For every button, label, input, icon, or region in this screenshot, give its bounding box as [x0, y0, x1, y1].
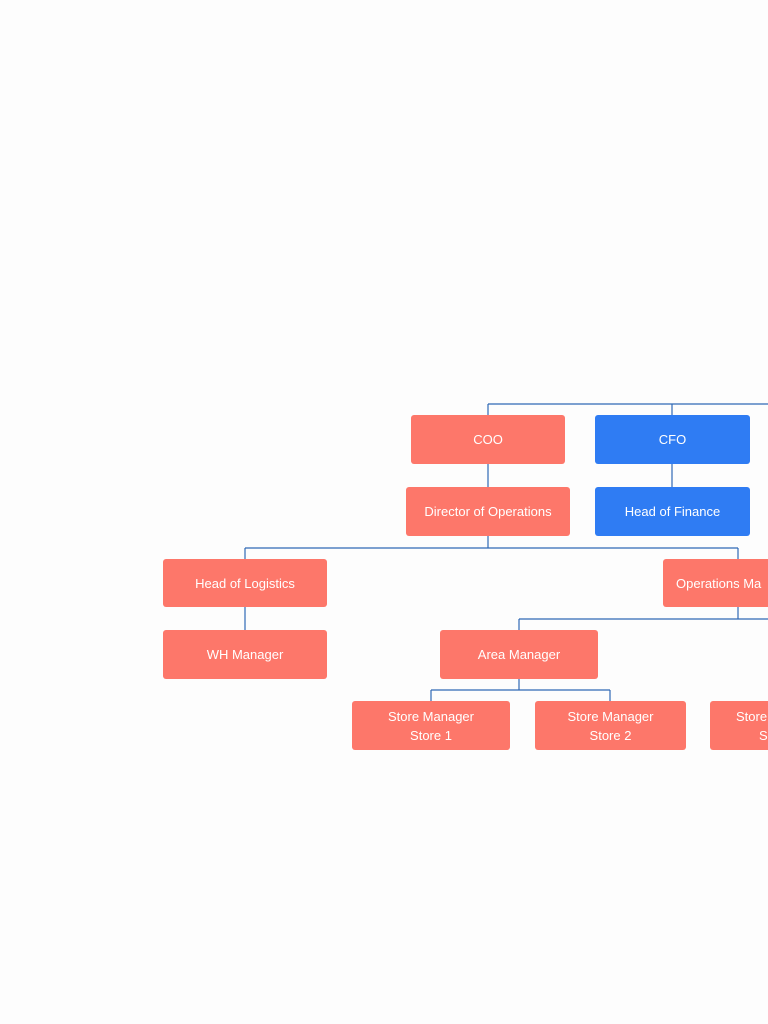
node-store-manager-1-store: Store 1 — [410, 727, 452, 743]
node-wh-manager[interactable]: WH Manager — [163, 630, 327, 679]
node-store-manager-3[interactable]: Store S — [710, 701, 768, 750]
node-store-manager-2[interactable]: Store Manager Store 2 — [535, 701, 686, 750]
node-area-manager[interactable]: Area Manager — [440, 630, 598, 679]
node-store-manager-1[interactable]: Store Manager Store 1 — [352, 701, 510, 750]
node-store-manager-3-store: S — [759, 727, 768, 743]
node-operations-manager-label: Operations Ma — [676, 575, 762, 591]
node-coo-label: COO — [473, 432, 503, 447]
node-head-of-finance-label: Head of Finance — [624, 504, 721, 519]
node-head-of-logistics[interactable]: Head of Logistics — [163, 559, 327, 607]
node-store-manager-2-store: Store 2 — [589, 727, 632, 743]
node-store-manager-2-title: Store Manager — [567, 708, 654, 724]
node-area-manager-label: Area Manager — [477, 647, 561, 662]
node-director-of-operations-label: Director of Operations — [424, 504, 552, 519]
node-head-of-finance[interactable]: Head of Finance — [595, 487, 750, 536]
node-director-of-operations[interactable]: Director of Operations — [406, 487, 570, 536]
node-cfo-label: CFO — [658, 432, 687, 447]
node-coo[interactable]: COO — [411, 415, 565, 464]
node-store-manager-3-title: Store — [736, 708, 768, 724]
node-cfo[interactable]: CFO — [595, 415, 750, 464]
node-store-manager-1-title: Store Manager — [388, 708, 474, 724]
node-wh-manager-label: WH Manager — [206, 647, 284, 662]
node-operations-manager[interactable]: Operations Ma — [663, 559, 768, 607]
node-head-of-logistics-label: Head of Logistics — [195, 575, 295, 591]
